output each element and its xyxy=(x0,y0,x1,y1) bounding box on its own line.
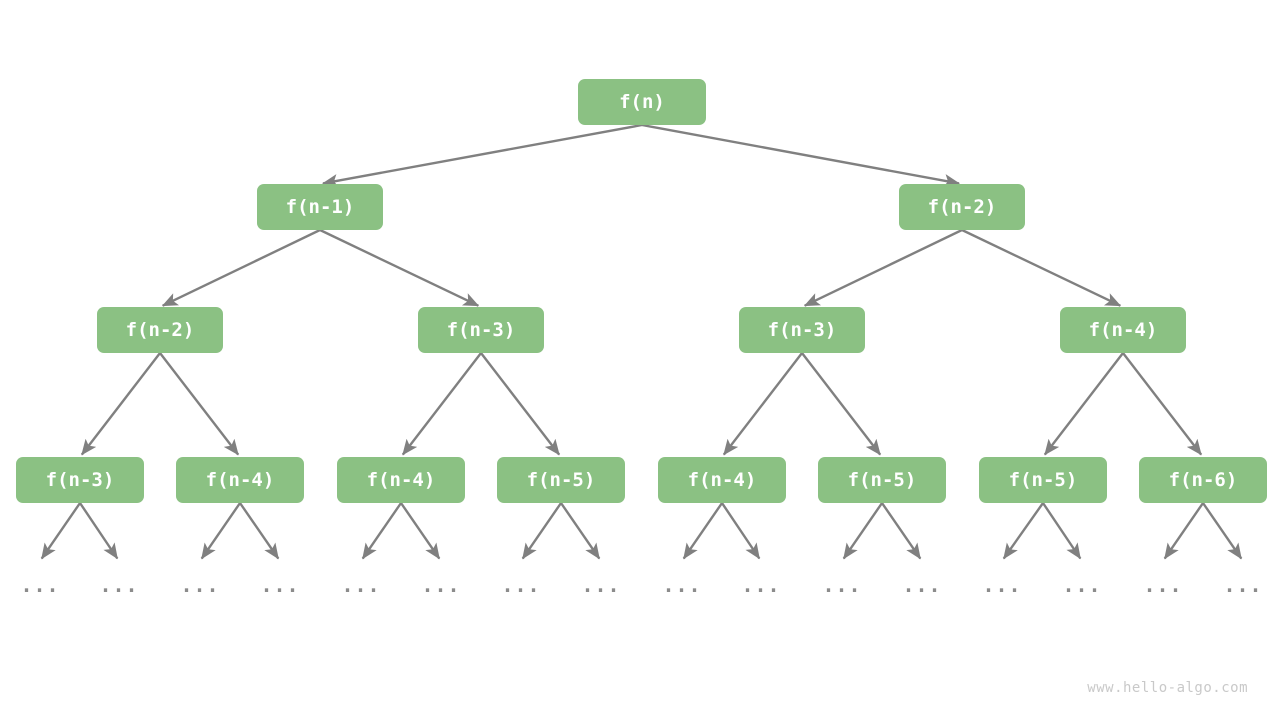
ellipsis-marker: ... xyxy=(1143,573,1183,597)
tree-node-r2n1: f(n-1) xyxy=(257,184,383,230)
ellipsis-marker: ... xyxy=(822,573,862,597)
ellipsis-marker: ... xyxy=(902,573,942,597)
edge-r2n1-to-r3n1 xyxy=(161,228,321,307)
watermark: www.hello-algo.com xyxy=(1087,680,1248,696)
ellipsis-marker: ... xyxy=(180,573,220,597)
leaf-edge-r4n7-12 xyxy=(1002,502,1044,560)
tree-node-r4n3: f(n-4) xyxy=(337,457,465,503)
tree-node-r4n1: f(n-3) xyxy=(16,457,144,503)
leaf-edge-r4n6-10 xyxy=(842,502,883,560)
ellipsis-marker: ... xyxy=(421,573,461,597)
leaf-edge-r4n8-15 xyxy=(1202,502,1243,560)
tree-node-r3n1: f(n-2) xyxy=(97,307,223,353)
leaf-edge-r4n2-3 xyxy=(239,502,280,560)
tree-node-r2n2: f(n-2) xyxy=(899,184,1025,230)
ellipsis-marker: ... xyxy=(1223,573,1263,597)
tree-node-r4n4: f(n-5) xyxy=(497,457,625,503)
ellipsis-marker: ... xyxy=(1062,573,1102,597)
edge-r2n1-to-r3n2 xyxy=(319,228,480,307)
leaf-edge-r4n1-1 xyxy=(79,502,119,560)
edge-r3n4-to-r4n7 xyxy=(1043,352,1124,456)
ellipsis-marker: ... xyxy=(581,573,621,597)
leaf-edge-r4n4-6 xyxy=(521,502,562,560)
leaf-edge-r4n4-7 xyxy=(560,502,601,560)
tree-node-r4n7: f(n-5) xyxy=(979,457,1107,503)
edge-r2n2-to-r3n3 xyxy=(803,228,963,307)
leaf-edge-r4n8-14 xyxy=(1163,502,1204,560)
ellipsis-marker: ... xyxy=(501,573,541,597)
edge-r3n2-to-r4n4 xyxy=(480,352,561,456)
ellipsis-marker: ... xyxy=(662,573,702,597)
edge-r3n4-to-r4n8 xyxy=(1122,352,1203,456)
edge-r3n1-to-r4n2 xyxy=(159,352,240,456)
tree-node-r1n1: f(n) xyxy=(578,79,706,125)
edge-r3n1-to-r4n1 xyxy=(80,352,161,456)
ellipsis-marker: ... xyxy=(982,573,1022,597)
tree-node-r3n3: f(n-3) xyxy=(739,307,865,353)
edge-r3n3-to-r4n5 xyxy=(722,352,803,456)
tree-node-r4n5: f(n-4) xyxy=(658,457,786,503)
ellipsis-marker: ... xyxy=(99,573,139,597)
edge-r3n3-to-r4n6 xyxy=(801,352,882,456)
leaf-edge-r4n5-9 xyxy=(721,502,761,560)
leaf-edge-r4n2-2 xyxy=(200,502,241,560)
leaf-edge-r4n6-11 xyxy=(881,502,922,560)
ellipsis-marker: ... xyxy=(260,573,300,597)
leaf-edge-r4n3-4 xyxy=(361,502,402,560)
tree-node-r4n2: f(n-4) xyxy=(176,457,304,503)
ellipsis-marker: ... xyxy=(20,573,60,597)
tree-node-r4n6: f(n-5) xyxy=(818,457,946,503)
leaf-edge-r4n1-0 xyxy=(40,502,81,560)
leaf-edge-r4n7-13 xyxy=(1042,502,1082,560)
leaf-edge-r4n5-8 xyxy=(682,502,723,560)
edge-r1n1-to-r2n1 xyxy=(322,123,643,188)
ellipsis-marker: ... xyxy=(341,573,381,597)
edge-r1n1-to-r2n2 xyxy=(641,123,960,188)
tree-node-r4n8: f(n-6) xyxy=(1139,457,1267,503)
ellipsis-marker: ... xyxy=(741,573,781,597)
edge-r3n2-to-r4n3 xyxy=(401,352,482,456)
leaf-edge-r4n3-5 xyxy=(400,502,441,560)
tree-node-r3n2: f(n-3) xyxy=(418,307,544,353)
edge-r2n2-to-r3n4 xyxy=(961,228,1122,307)
tree-node-r3n4: f(n-4) xyxy=(1060,307,1186,353)
